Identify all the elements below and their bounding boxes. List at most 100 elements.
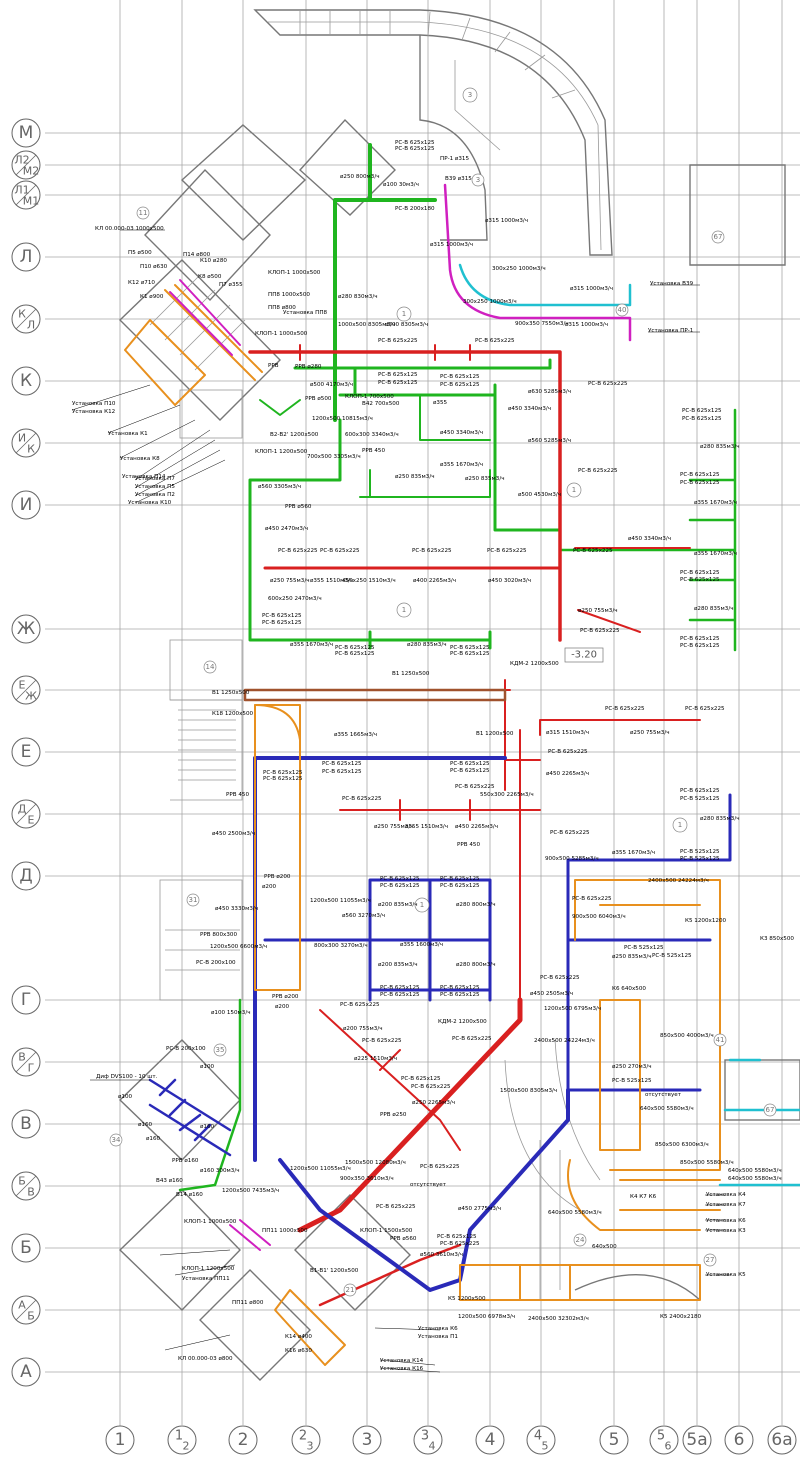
duct-label-s900-500b: 900х500 6040м3/ч <box>572 914 626 920</box>
duct-label-rs-625-125: РС-В 625х125 <box>401 1076 441 1082</box>
room-number: 3 <box>468 91 472 99</box>
duct-label-rs-625-225: РС-В 625х225 <box>362 1038 402 1044</box>
duct-label-rrv560: РРВ ø560 <box>285 504 312 510</box>
room-markers: 3 3 11 1 1 1 14 1 31 1 41 67 34 35 24 27… <box>109 87 777 1297</box>
duct-label-klop1-1500: КЛОП-1 1500х500 <box>360 1228 413 1234</box>
axis-label: 2 <box>299 1429 307 1444</box>
duct-label-rs-625-125: РС-В 625х125 <box>380 985 420 991</box>
column-axis-bubble: 5 <box>599 1425 629 1455</box>
duct-label-kl-0003b: КЛ 00.000-03 ø800 <box>178 1356 233 1362</box>
axis-circle <box>724 1425 754 1455</box>
axis-sublabel: М1 <box>23 195 40 208</box>
duct-label-rrv280: РРВ ø280 <box>295 364 322 370</box>
duct-label-rrv160: РРВ ø160 <box>172 1158 199 1164</box>
axis-label: И <box>18 432 26 445</box>
axis-label: Е <box>19 679 26 692</box>
duct-label-rs-625-225: РС-В 625х225 <box>340 1002 380 1008</box>
axis-label: Б <box>18 1175 26 1188</box>
axis-sublabel: 2 <box>183 1440 190 1453</box>
column-axis-bubble: 2 <box>228 1425 258 1455</box>
duct-label-s900-350b: 900х350 3610м3/ч <box>340 1176 394 1182</box>
duct-label-s600-300: 600х300 3340м3/ч <box>345 432 399 438</box>
row-axis-bubble: ДЕ <box>11 799 41 829</box>
duct-label-d280-835: ø280 835м3/ч <box>407 642 447 648</box>
duct-label-d315-1510: ø315 1510м3/ч <box>546 730 589 736</box>
duct-label-k6-640: К6 640х500 <box>612 986 646 992</box>
duct-label-k3-850: К3 850х500 <box>760 936 794 942</box>
duct-label-rs-625-225: РС-В 625х225 <box>440 1241 480 1247</box>
duct-label-d280-835c: ø280 835м3/ч <box>700 444 740 450</box>
duct-label-rs-625-225: РС-В 625х225 <box>580 628 620 634</box>
axis-circle <box>11 1109 41 1139</box>
duct-label-kdm2-top: КДМ-2 1200х500 <box>510 661 559 667</box>
leader-lines <box>71 229 730 1373</box>
room-tag <box>213 1043 227 1057</box>
duct-label-v39: В39 ø315 <box>445 176 472 182</box>
duct-label-d100-160: ø100 <box>200 1064 215 1070</box>
duct-label-k5-2400: К5 2400х2180 <box>660 1314 702 1320</box>
axis-label: 5 <box>657 1429 665 1444</box>
duct-label-k5-1200: К5 1200х1200 <box>685 918 727 924</box>
duct-label-d280-830: ø280 830м3/ч <box>338 294 378 300</box>
duct-label-ust-k16: Установка К16 <box>380 1366 424 1372</box>
duct-label-s900-500: 900х500 5285м3/ч <box>545 856 599 862</box>
row-axis-bubble: АБ <box>11 1295 41 1325</box>
duct-label-d450-3340d: ø450 3340м3/ч <box>628 536 671 542</box>
duct-label-d200a: ø200 <box>275 1004 290 1010</box>
duct-label-rs-625-125: РС-В 625х125 <box>450 761 490 767</box>
duct-label-s600-250: 600х250 2470м3/ч <box>268 596 322 602</box>
room-tag <box>703 1253 717 1267</box>
duct-label-rrv560b: РРВ ø560 <box>390 1236 417 1242</box>
duct-label-rs-625-125: РС-В 625х125 <box>440 992 480 998</box>
axis-circle <box>167 1425 197 1455</box>
duct-label-klop1-1000b: КЛОП-1 1000х500 <box>268 270 321 276</box>
duct-label-rrv450b: РРВ 450 <box>226 792 249 798</box>
axis-circle <box>682 1425 712 1455</box>
duct-label-rrv800: РРВ 800х300 <box>200 932 237 938</box>
duct-label-rs-525-125: РС-В 525х125 <box>612 1078 652 1084</box>
axis-circle <box>599 1425 629 1455</box>
duct-label-klop1-1000c: КЛОП-1 1000х500 <box>255 331 308 337</box>
duct-label-klop1-1000: КЛОП-1 1000х500 <box>184 1219 237 1225</box>
duct-label-rs-625-125: РС-В 625х125 <box>263 776 303 782</box>
duct-label-s2400-500b: 2400х500 24224м3/ч <box>534 1038 595 1044</box>
duct-label-rs-625-125: РС-В 625х125 <box>335 651 375 657</box>
room-number: 24 <box>576 1236 585 1244</box>
row-axis-bubble: Д <box>11 861 41 891</box>
row-axis-bubble: БВ <box>11 1171 41 1201</box>
axis-circle <box>11 1357 41 1387</box>
row-axis-bubble: К <box>11 366 41 396</box>
room-number: 11 <box>139 209 148 217</box>
duct-label-d355-1665: ø355 1665м3/ч <box>334 732 377 738</box>
duct-label-rs-625-125: РС-В 625х125 <box>380 992 420 998</box>
duct-label-s2400-500: 2400х500 24224м3/ч <box>648 878 709 884</box>
duct-label-ust-k5: Установка К5 <box>706 1272 746 1278</box>
room-number: 67 <box>766 1106 775 1114</box>
duct-label-d200a: ø200 <box>262 884 277 890</box>
duct-label-rs-625-125: РС-В 625х125 <box>262 620 302 626</box>
duct-label-k12: К12 ø710 <box>128 280 155 286</box>
axis-label: 6а <box>771 1430 792 1450</box>
duct-label-rs-625-125: РС-В 625х125 <box>440 382 480 388</box>
duct-label-d560-5285: ø560 5285м3/ч <box>528 438 571 444</box>
room-tag <box>414 897 430 913</box>
duct-label-k14: К14 ø400 <box>285 1334 312 1340</box>
duct-label-s850-500b: 850х500 6300м3/ч <box>655 1142 709 1148</box>
column-axis-bubble: 34 <box>413 1425 443 1455</box>
duct-label-p7: П7 ø355 <box>219 282 243 288</box>
duct-label-d100-160: ø100 <box>118 1094 133 1100</box>
duct-label-s1500-500b: 1500х500 12080м3/ч <box>345 1160 406 1166</box>
axis-sublabel: М2 <box>23 165 40 178</box>
duct-label-rs-625-225: РС-В 625х225 <box>685 706 725 712</box>
duct-label-d250-755b: ø250 755м3/ч <box>578 608 618 614</box>
axis-circle <box>526 1425 556 1455</box>
duct-label-rs-625-125: РС-В 625х125 <box>680 643 720 649</box>
duct-label-rs-625-225: РС-В 625х225 <box>572 896 612 902</box>
axis-circle <box>649 1425 679 1455</box>
duct-label-rs-200-180: РС-В 200х180 <box>395 206 435 212</box>
room-tag <box>711 230 725 244</box>
duct-label-s1200-500-6795: 1200х500 6795м3/ч <box>544 1006 601 1012</box>
